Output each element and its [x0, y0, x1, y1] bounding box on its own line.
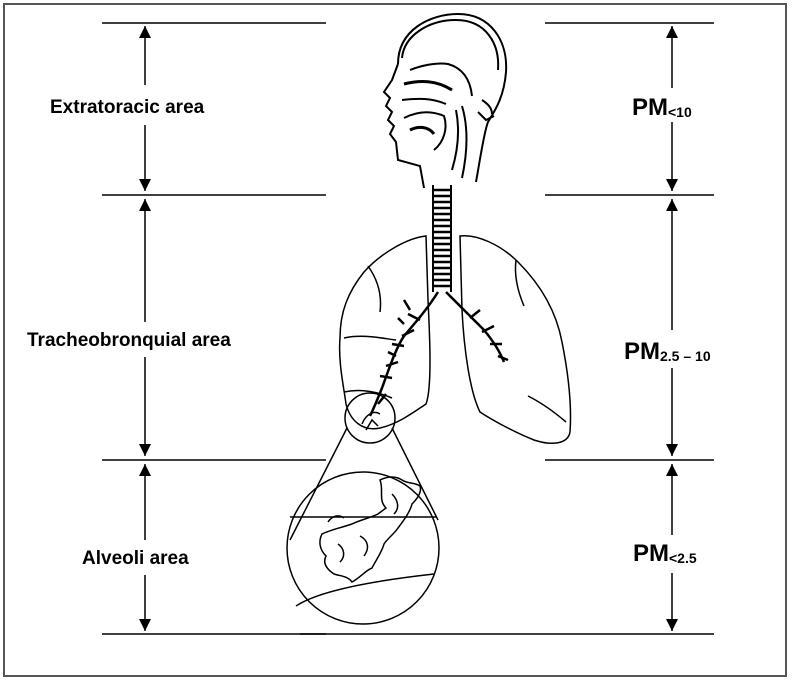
pm-main: PM [632, 94, 668, 121]
pm-main: PM [633, 540, 669, 567]
head-profile-icon [384, 14, 506, 188]
zoom-connector [290, 393, 438, 540]
pm-sub: <10 [668, 104, 692, 120]
pm-label-alveoli: PM<2.5 [633, 540, 697, 567]
pm-sub: <2.5 [669, 550, 697, 566]
pm-main: PM [624, 338, 660, 365]
pm-sub: 2.5 – 10 [660, 348, 711, 364]
region-label-alveoli: Alveoli area [82, 548, 189, 569]
region-label-tracheobronquial: Tracheobronquial area [27, 330, 231, 351]
pm-label-tracheobronquial: PM2.5 – 10 [624, 338, 711, 365]
region-label-extratoracic: Extratoracic area [50, 97, 205, 118]
pm-label-extratoracic: PM<10 [632, 94, 692, 121]
alveoli-magnified-icon [287, 472, 439, 624]
trachea-icon [433, 185, 451, 292]
